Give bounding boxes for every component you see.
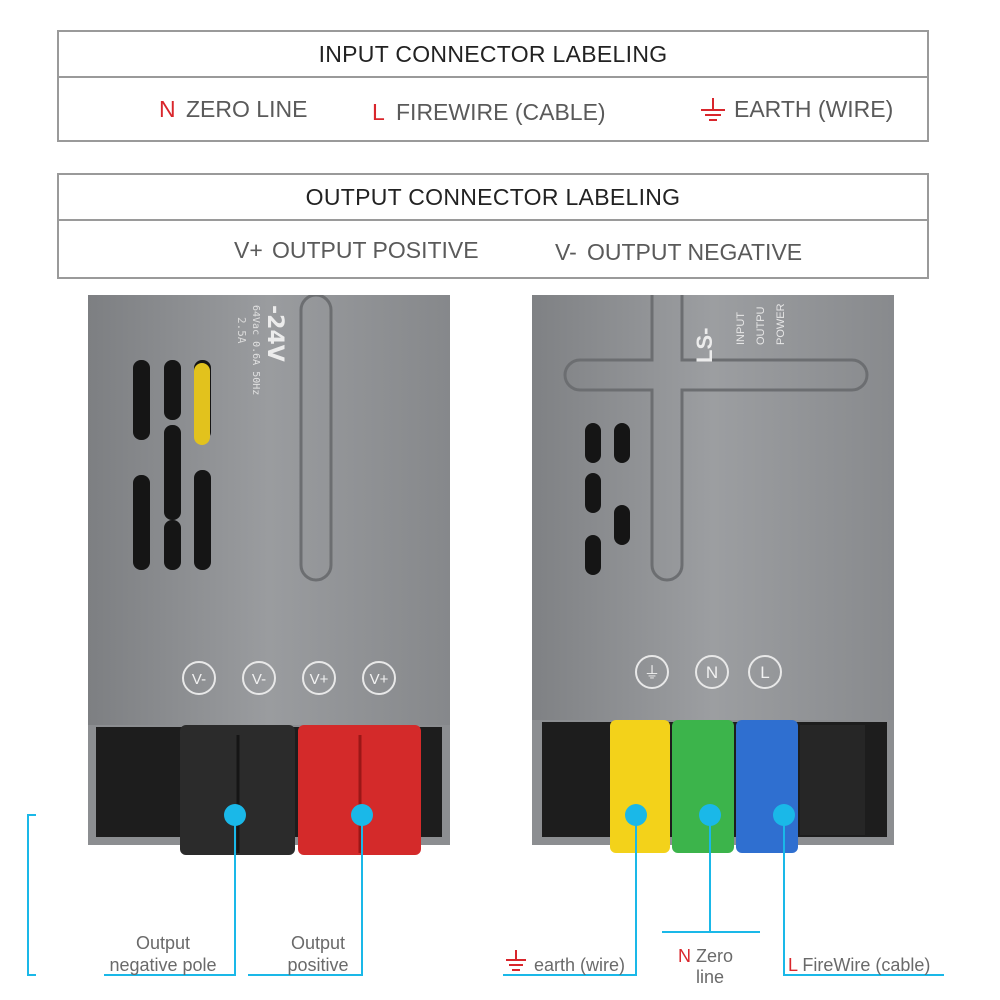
input-box-title: INPUT CONNECTOR LABELING <box>59 32 927 78</box>
l-letter: L <box>372 99 385 125</box>
input-power-supply-photo: LS- INPUT OUTPU POWER ⏚ N L <box>532 295 894 853</box>
fire-caption: L FireWire (cable) <box>788 954 930 976</box>
earth-dot <box>625 804 647 826</box>
neg-callout-line <box>104 815 236 976</box>
right-spec-3: POWER <box>775 303 787 345</box>
neg-dot <box>224 804 246 826</box>
yellow-plug <box>610 720 670 853</box>
fire-caption-letter: L <box>788 955 798 975</box>
right-port-n: N <box>706 663 718 682</box>
left-port-labels: V- V- V+ V+ <box>182 661 396 695</box>
left-port-4: V+ <box>370 671 389 688</box>
fire-dot <box>773 804 795 826</box>
pos-caption-line2: positive <box>287 955 349 975</box>
left-groove <box>299 295 333 582</box>
neg-caption-line1: Output <box>135 933 191 953</box>
neg-caption: Output negative pole <box>104 932 222 976</box>
fire-caption-text: FireWire (cable) <box>802 955 931 975</box>
left-spec-1: 64Vac 0.6A 50Hz <box>250 305 261 395</box>
right-dark-block <box>800 725 865 835</box>
earth-icon <box>701 98 725 121</box>
left-port-2: V- <box>252 671 266 688</box>
right-port-l: L <box>760 663 769 682</box>
input-box-row: N ZERO LINE L FIREWIRE (CABLE) EARTH (WI… <box>59 78 927 140</box>
output-power-supply-photo: 2.5A 64Vac 0.6A 50Hz -24V V- V- V+ V+ <box>88 295 450 855</box>
n-letter: N <box>159 96 176 122</box>
pos-caption: Output positive <box>266 932 370 976</box>
zero-caption: N Zero <box>678 945 733 967</box>
zero-caption-letter: N <box>678 946 691 966</box>
pos-dot <box>351 804 373 826</box>
earth-callout-line <box>503 815 637 976</box>
right-cross-groove <box>563 295 869 582</box>
output-box-title: OUTPUT CONNECTOR LABELING <box>59 175 927 221</box>
vminus-symbol: V- <box>555 239 577 265</box>
right-vents <box>585 423 630 575</box>
left-model: -24V <box>262 305 287 362</box>
right-spec-1: INPUT <box>735 312 747 345</box>
zero-dot <box>699 804 721 826</box>
n-label: ZERO LINE <box>186 96 308 122</box>
vplus-label: OUTPUT POSITIVE <box>272 237 479 263</box>
vplus-symbol: V+ <box>234 237 263 263</box>
zero-callout-line <box>662 815 711 933</box>
output-connector-box: OUTPUT CONNECTOR LABELING V+ OUTPUT POSI… <box>57 173 929 279</box>
pos-caption-line1: Output <box>290 933 346 953</box>
vminus-label: OUTPUT NEGATIVE <box>587 239 803 265</box>
earth-caption: earth (wire) <box>534 955 626 975</box>
right-port-earth: ⏚ <box>644 664 660 682</box>
left-spec-2: 2.5A <box>235 317 248 344</box>
right-port-labels: ⏚ N L <box>635 655 782 689</box>
right-spec-2: OUTPU <box>755 306 767 345</box>
earth-caption-icon <box>506 950 526 971</box>
output-box-row: V+ OUTPUT POSITIVE V- OUTPUT NEGATIVE <box>59 221 927 277</box>
pos-callout-line <box>248 815 363 976</box>
fire-callout-line <box>783 815 944 976</box>
left-port-3: V+ <box>310 671 329 688</box>
l-label: FIREWIRE (CABLE) <box>396 99 606 125</box>
left-yellow-component <box>194 363 210 445</box>
right-model: LS- <box>692 328 717 363</box>
zero-caption-line2: line <box>696 967 725 987</box>
earth-label: EARTH (WIRE) <box>734 96 894 122</box>
input-connector-box: INPUT CONNECTOR LABELING N ZERO LINE L F… <box>57 30 929 142</box>
left-port-1: V- <box>192 671 206 688</box>
left-bracket <box>27 814 36 976</box>
zero-caption-line1: Zero <box>696 946 734 966</box>
neg-caption-line2: negative pole <box>109 955 217 975</box>
